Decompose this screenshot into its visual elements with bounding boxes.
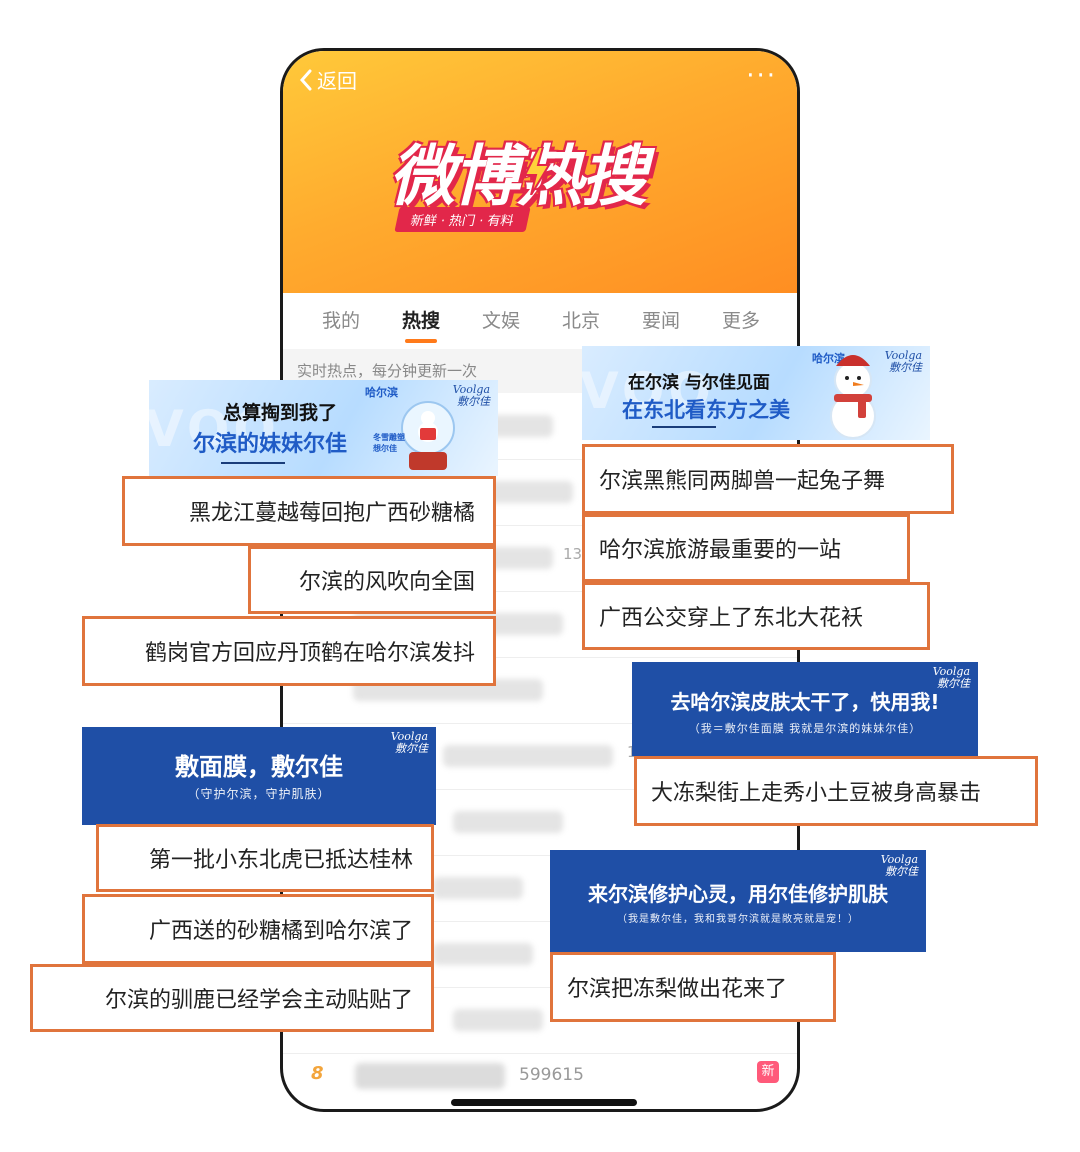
- chevron-left-icon: [299, 69, 312, 90]
- arrow-line: [221, 462, 285, 464]
- back-button[interactable]: 返回: [297, 65, 357, 94]
- more-icon[interactable]: ···: [746, 61, 777, 91]
- hot-topic-label: 黑龙江蔓越莓回抱广西砂糖橘: [122, 476, 496, 546]
- hot-topic-label: 广西送的砂糖橘到哈尔滨了: [82, 894, 434, 964]
- list-item[interactable]: [283, 921, 797, 988]
- banner-title: 敷面膜，敷尔佳: [175, 752, 343, 781]
- tab-beijing[interactable]: 北京: [561, 310, 600, 332]
- list-item[interactable]: 13: [283, 525, 797, 592]
- list-item[interactable]: [283, 987, 797, 1054]
- new-badge: 新: [757, 1061, 779, 1083]
- rank-number: 8: [311, 1063, 324, 1084]
- banner-title: 来尔滨修护心灵，用尔佳修护肌肤: [588, 882, 888, 906]
- hot-topic-label: 大冻梨街上走秀小土豆被身高暴击: [634, 756, 1038, 826]
- hot-search-header: 返回 ··· 微博热搜 新鲜 · 热门 · 有料: [283, 51, 797, 293]
- banner-line2: 尔滨的妹妹尔佳: [193, 432, 348, 457]
- banner-subtitle: （守护尔滨，守护肌肤）: [187, 787, 331, 801]
- hot-topic-label: 尔滨的风吹向全国: [248, 546, 496, 614]
- snow-globe-icon: [401, 401, 455, 470]
- location-tag: 哈尔滨: [365, 386, 398, 399]
- tab-hot-search[interactable]: 热搜: [381, 293, 461, 349]
- back-label: 返回: [317, 69, 357, 93]
- lightning-icon: [523, 147, 551, 195]
- hot-count-partial: 13: [563, 545, 583, 563]
- home-indicator[interactable]: [451, 1099, 637, 1106]
- small-note: 冬雪雕塑 想尔佳: [373, 433, 405, 453]
- hot-topic-label: 鹤岗官方回应丹顶鹤在哈尔滨发抖: [82, 616, 496, 686]
- tab-entertainment[interactable]: 文娱: [481, 310, 520, 332]
- banner-line2: 在东北看东方之美: [622, 398, 790, 422]
- list-item[interactable]: [283, 855, 797, 922]
- banner-line1: 在尔滨 与尔佳见面: [628, 373, 770, 393]
- banner-title: 去哈尔滨皮肤太干了，快用我!: [670, 690, 940, 714]
- logo-slogan: 新鲜 · 热门 · 有料: [394, 207, 531, 232]
- hot-topic-label: 尔滨黑熊同两脚兽一起兔子舞: [582, 444, 954, 514]
- hot-topic-label: 广西公交穿上了东北大花袄: [582, 582, 930, 650]
- category-tabs: 我的 热搜 文娱 北京 要闻 更多: [283, 293, 797, 349]
- hot-count-partial: 1: [627, 743, 637, 761]
- hot-topic-label: 尔滨把冻梨做出花来了: [550, 952, 836, 1022]
- weibo-hot-search-logo: 微博热搜 新鲜 · 热门 · 有料: [383, 123, 703, 233]
- banner-subtitle: （我是敷尔佳，我和我哥尔滨就是敞亮就是宠！）: [617, 914, 859, 925]
- banner-watermark: VOO: [582, 362, 715, 420]
- list-item[interactable]: 1: [283, 723, 797, 790]
- logo-title: 微博热搜: [389, 137, 647, 215]
- hot-topic-label: 哈尔滨旅游最重要的一站: [582, 514, 910, 582]
- tab-news[interactable]: 要闻: [641, 310, 680, 332]
- tab-mine[interactable]: 我的: [321, 310, 360, 332]
- banner-subtitle: （我＝敷尔佳面膜 我就是尔滨的妹妹尔佳）: [688, 722, 922, 735]
- tab-more[interactable]: 更多: [721, 310, 760, 332]
- list-item[interactable]: [283, 789, 797, 856]
- hot-count: 599615: [519, 1065, 584, 1085]
- banner-watermark: VOO: [149, 400, 280, 458]
- blurred-title: [355, 1063, 505, 1089]
- snowman-icon: [830, 355, 876, 439]
- hot-topic-label: 尔滨的驯鹿已经学会主动贴贴了: [30, 964, 434, 1032]
- arrow-line: [652, 426, 716, 428]
- location-tag: 哈尔滨: [812, 352, 845, 365]
- hot-topic-label: 第一批小东北虎已抵达桂林: [96, 824, 434, 892]
- banner-line1: 总算掏到我了: [223, 402, 338, 424]
